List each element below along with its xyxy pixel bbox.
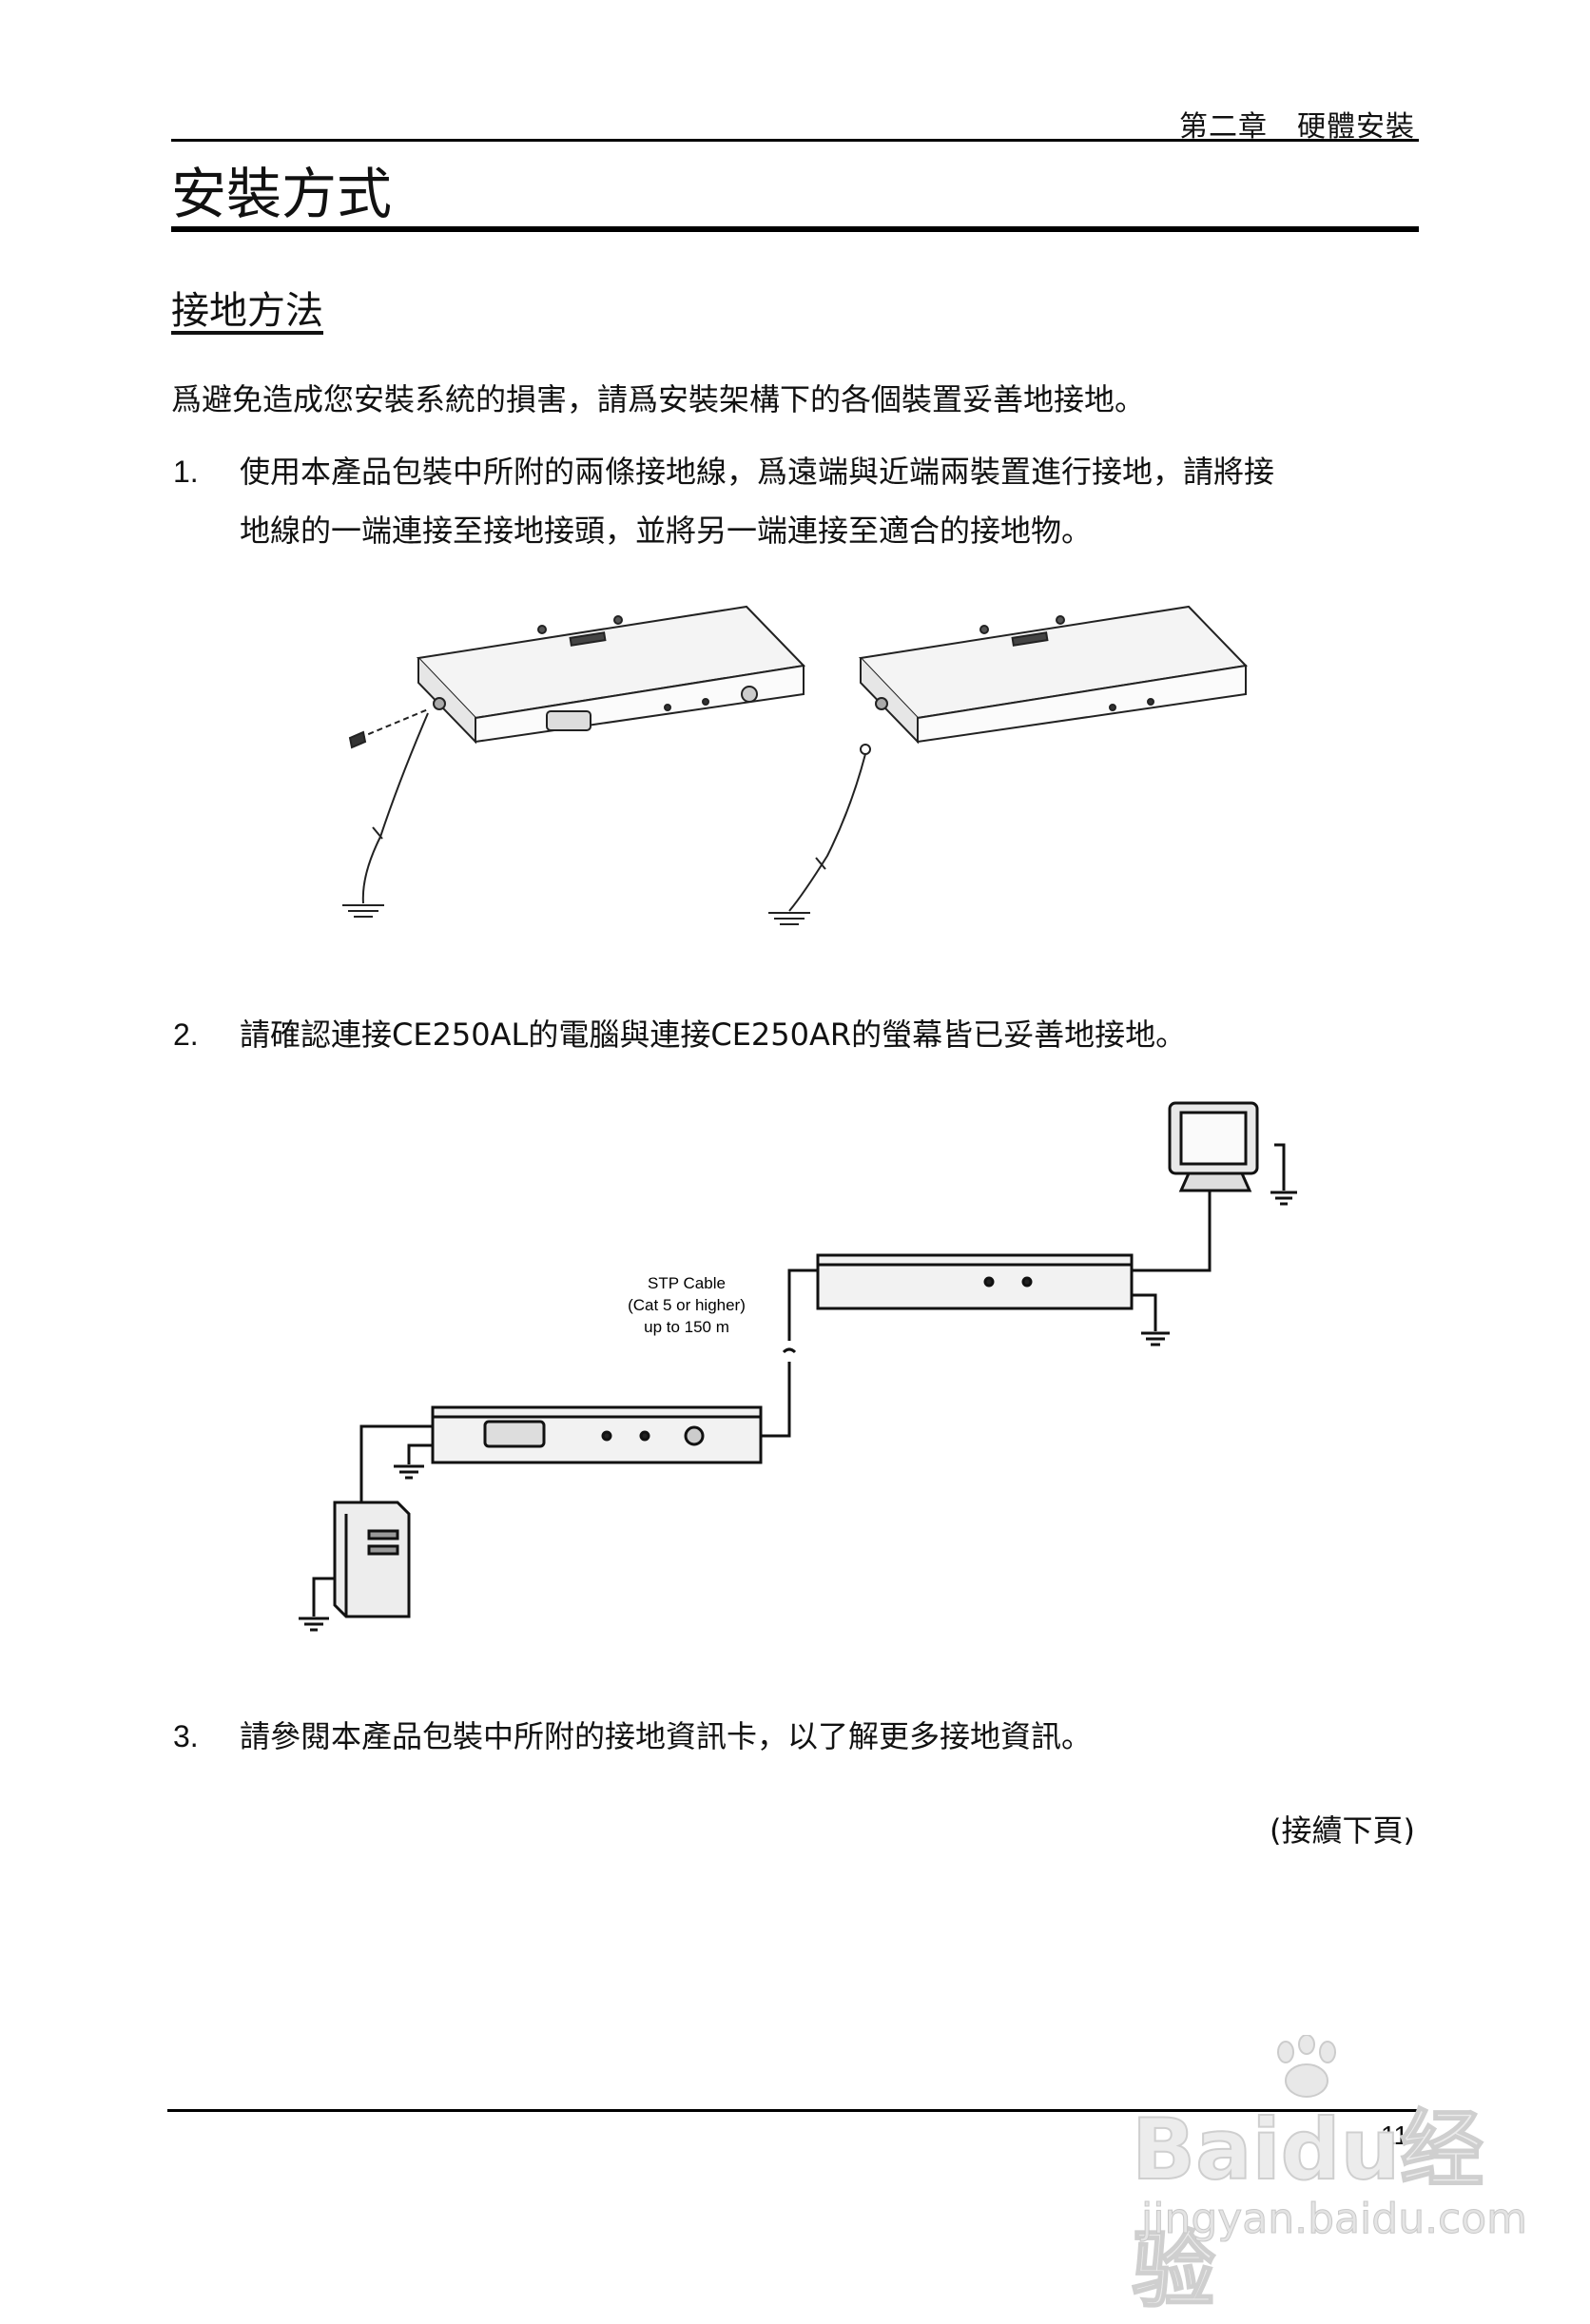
page-number: 11: [1381, 2121, 1409, 2150]
cable-label-line-1: STP Cable: [648, 1274, 726, 1292]
page-title: 安裝方式: [171, 162, 393, 226]
step-1-number: 1.: [173, 455, 199, 489]
footer-rule: [167, 2109, 1421, 2112]
grounding-wire-illustration: [342, 605, 1249, 925]
intro-paragraph: 爲避免造成您安裝系統的損害，請爲安裝架構下的各個裝置妥善地接地。: [171, 381, 1146, 417]
continued-note: (接續下頁): [1270, 1812, 1415, 1849]
baidu-watermark: Baidu经验 jingyan.baidu.com: [1122, 2035, 1528, 2320]
system-grounding-diagram: STP Cable (Cat 5 or higher) up to 150 m: [299, 1101, 1297, 1632]
watermark-main: Baidu经验: [1131, 2100, 1484, 2320]
paw-icon: [1277, 2035, 1336, 2098]
cable-label-line-3: up to 150 m: [644, 1318, 729, 1336]
step-3-text: 請參閱本產品包裝中所附的接地資訊卡，以了解更多接地資訊。: [240, 1718, 1093, 1754]
step-3-number: 3.: [173, 1719, 199, 1753]
header-rule: [171, 139, 1419, 142]
step-1-line-2: 地線的一端連接至接地接頭，並將另一端連接至適合的接地物。: [240, 513, 1093, 549]
title-rule: [171, 226, 1419, 232]
step-2-text: 請確認連接CE250AL的電腦與連接CE250AR的螢幕皆已妥善地接地。: [240, 1017, 1187, 1053]
cable-label-line-2: (Cat 5 or higher): [628, 1296, 746, 1314]
watermark-url: jingyan.baidu.com: [1140, 2195, 1528, 2244]
step-1-line-1: 使用本產品包裝中所附的兩條接地線，爲遠端與近端兩裝置進行接地，請將接: [240, 454, 1275, 490]
section-title: 接地方法: [171, 289, 323, 333]
chapter-header: 第二章 硬體安裝: [1179, 110, 1415, 144]
step-2-number: 2.: [173, 1017, 199, 1052]
